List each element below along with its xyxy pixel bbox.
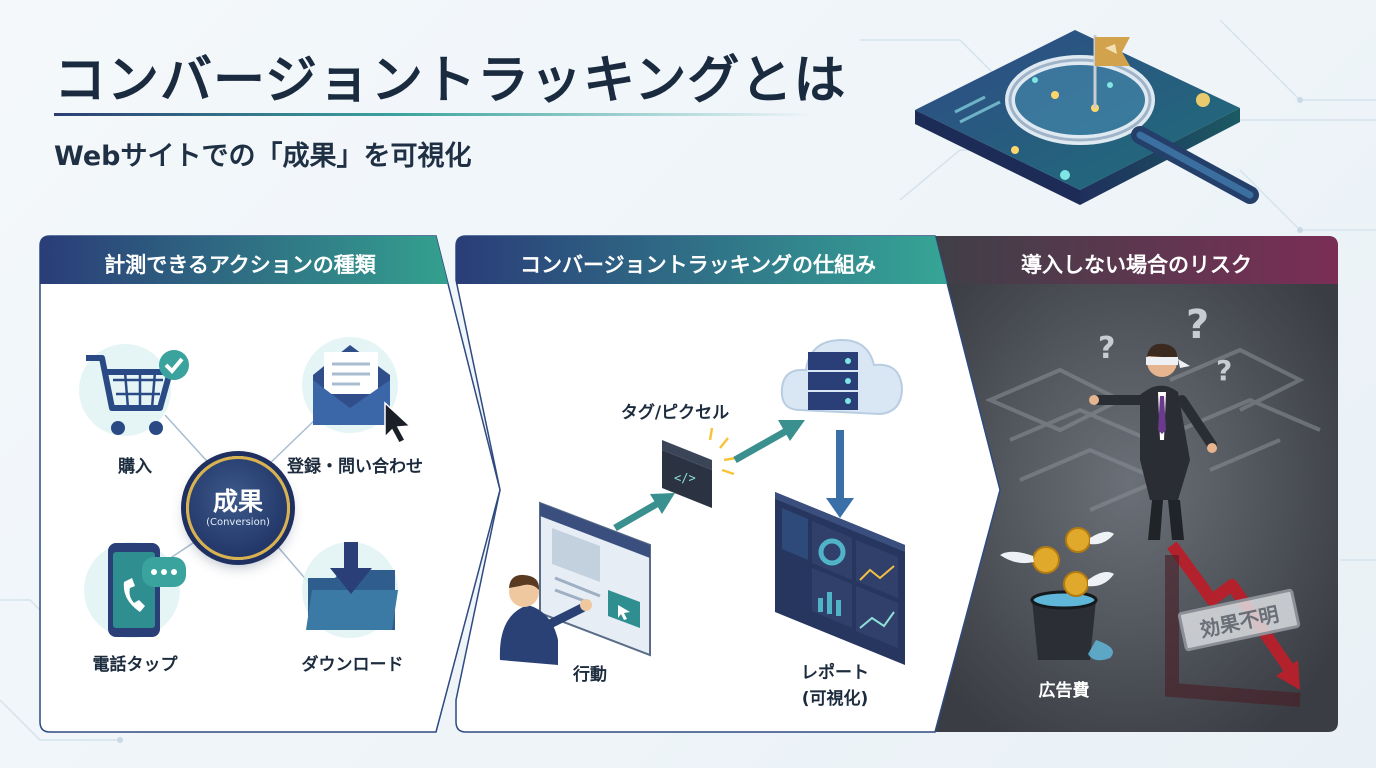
page-subtitle: Webサイトでの「成果」を可視化	[54, 141, 472, 172]
code-tag-icon: </>	[662, 427, 737, 508]
hero-magnifier-illustration	[915, 30, 1259, 205]
flow-arrow-action-to-tag	[613, 493, 675, 532]
action-label-register: 登録・問い合わせ	[287, 457, 423, 477]
step-label-action: 行動	[573, 665, 607, 685]
mechanism-panel-title: コンバージョントラッキングの仕組み	[520, 253, 876, 277]
actions-panel-header	[40, 236, 448, 284]
step-label-report: レポート	[801, 663, 869, 683]
flow-arrow-server-to-report	[826, 430, 854, 518]
svg-text:?: ?	[1216, 354, 1232, 387]
title-underline	[54, 113, 814, 116]
cloud-server-icon	[780, 338, 904, 416]
ad-cost-label: 広告費	[1038, 681, 1090, 701]
step-label-visualize: (可視化)	[801, 689, 869, 709]
dashboard-icon	[775, 492, 905, 665]
conversion-badge-label: 成果	[212, 486, 263, 516]
download-folder-icon	[302, 542, 398, 638]
blindfolded-businessman	[1089, 343, 1217, 540]
envelope-cursor-icon	[302, 337, 412, 444]
svg-text:?: ?	[1098, 331, 1115, 366]
risk-panel-title: 導入しない場合のリスク	[1021, 253, 1252, 277]
flying-coins-bucket	[1000, 527, 1114, 661]
action-label-purchase: 購入	[118, 457, 152, 477]
flow-arrow-tag-to-server	[733, 420, 805, 464]
svg-text:?: ?	[1186, 302, 1209, 348]
smartphone-chat-icon	[84, 542, 186, 638]
actions-panel-title: 計測できるアクションの種類	[104, 253, 376, 277]
action-label-phone: 電話タップ	[92, 655, 178, 675]
question-marks: ? ? ?	[1098, 302, 1232, 387]
risk-panel-header	[920, 236, 1338, 284]
cart-check-icon	[79, 344, 189, 436]
maze-lines	[984, 347, 1321, 512]
user-pointing-figure	[499, 574, 592, 665]
conversion-badge-sublabel: (Conversion)	[206, 516, 270, 528]
page-title: コンバージョントラッキングとは	[54, 51, 847, 111]
action-label-download: ダウンロード	[301, 655, 404, 675]
step-label-tag: タグ/ピクセル	[620, 403, 730, 423]
mechanism-panel-header	[456, 236, 947, 284]
conversion-badge: 成果 (Conversion)	[186, 456, 290, 560]
svg-text:</>: </>	[674, 471, 696, 485]
